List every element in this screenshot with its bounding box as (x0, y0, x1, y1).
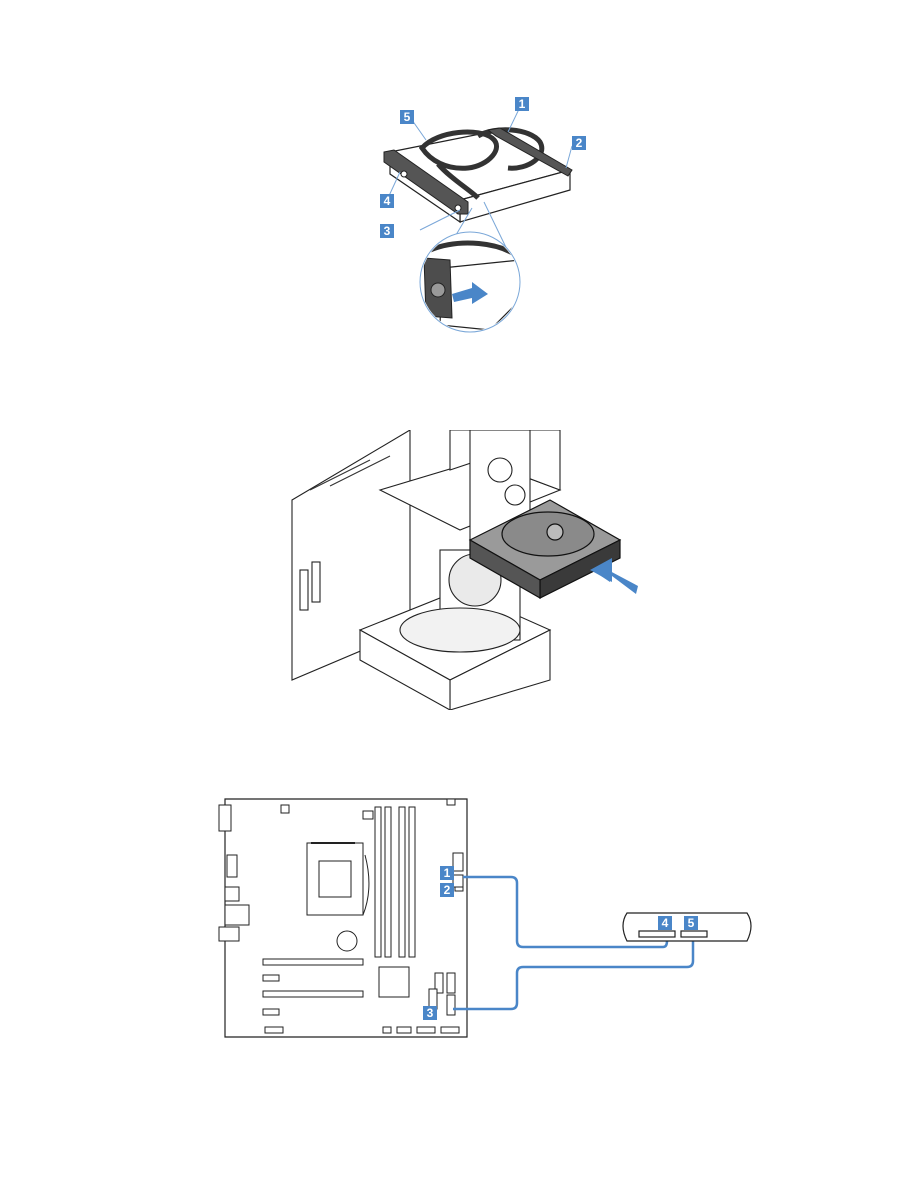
callout-1: 1 (440, 866, 454, 880)
chassis-illustration (290, 430, 640, 710)
callout-3: 3 (380, 224, 394, 238)
figure-bracket-install: 1 2 3 4 5 (360, 90, 590, 345)
figure-drive-insert-chassis (290, 430, 640, 710)
figure-motherboard-cabling: 1 2 3 4 5 (215, 795, 755, 1045)
callout-4: 4 (658, 916, 672, 930)
callout-1: 1 (515, 97, 529, 111)
callout-2: 2 (572, 136, 586, 150)
callout-4: 4 (380, 194, 394, 208)
bracket-illustration (360, 90, 590, 345)
callout-2: 2 (440, 883, 454, 897)
callout-3: 3 (423, 1006, 437, 1020)
callout-5: 5 (400, 110, 414, 124)
motherboard-illustration (215, 795, 755, 1045)
callout-5: 5 (684, 916, 698, 930)
